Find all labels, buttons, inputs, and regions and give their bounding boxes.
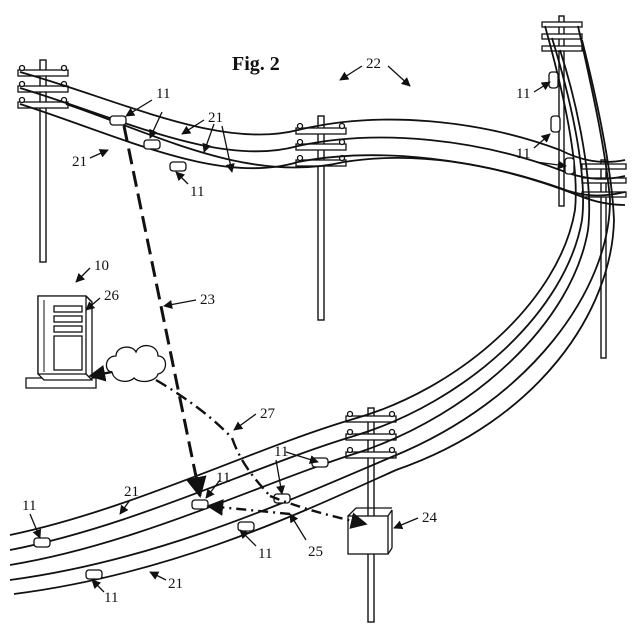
label-21-c: 21 (124, 484, 139, 500)
label-11-a: 11 (156, 86, 170, 102)
label-11-c: 11 (516, 86, 530, 102)
server-computer (26, 296, 96, 388)
label-25: 25 (308, 544, 323, 560)
link-27-to-server (90, 372, 112, 376)
sensor-12 (86, 570, 102, 579)
link-25-to-sensor (208, 506, 290, 514)
label-26: 26 (104, 288, 120, 304)
link-23-dashed (124, 126, 200, 496)
label-11-e: 11 (274, 444, 288, 460)
sensor-7 (312, 458, 328, 467)
label-11-h: 11 (258, 546, 272, 562)
label-22: 22 (366, 56, 381, 72)
figure-title: Fig. 2 (232, 53, 280, 75)
link-27-dashdot (156, 380, 270, 496)
label-11-b: 11 (190, 184, 204, 200)
label-11-g: 11 (22, 498, 36, 514)
right-curving-conductors (10, 26, 614, 594)
pole-top-middle (296, 116, 346, 320)
cloud-network (106, 346, 165, 382)
label-11-d: 11 (516, 146, 530, 162)
sensor-5 (551, 116, 560, 132)
label-24: 24 (422, 510, 438, 526)
label-11-f: 11 (216, 470, 230, 486)
label-10: 10 (94, 258, 109, 274)
label-11-i: 11 (104, 590, 118, 606)
label-27: 27 (260, 406, 276, 422)
label-23: 23 (200, 292, 215, 308)
sensor-6 (565, 158, 574, 174)
sensor-9 (192, 500, 208, 509)
sensor-1 (110, 116, 126, 125)
sensor-3 (170, 162, 186, 171)
sensor-11 (34, 538, 50, 547)
label-21-d: 21 (168, 576, 183, 592)
label-21-a: 21 (208, 110, 223, 126)
label-21-b: 21 (72, 154, 87, 170)
sensor-4 (549, 72, 558, 88)
sensor-2 (144, 140, 160, 149)
